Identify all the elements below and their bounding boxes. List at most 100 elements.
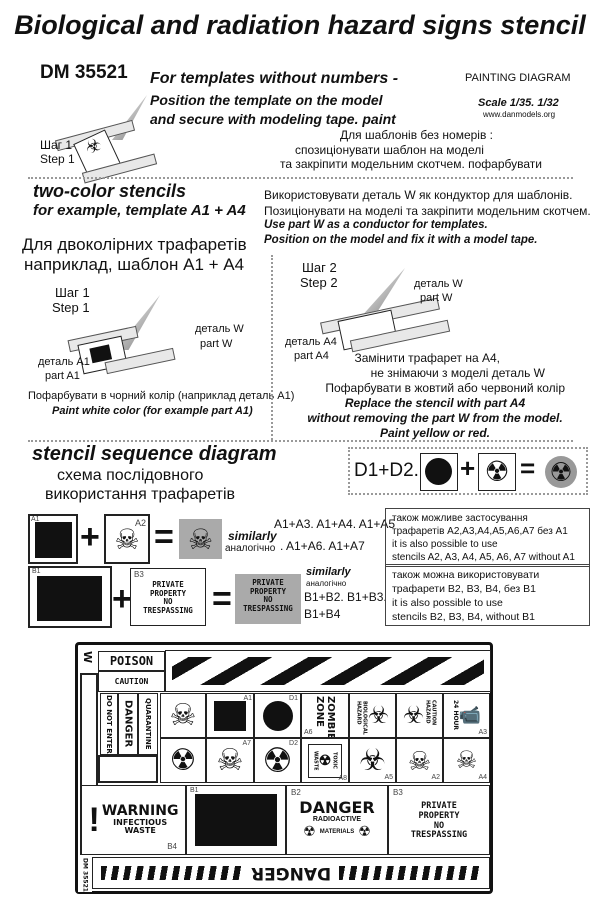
radiation-icon: ☢ [358, 823, 371, 839]
a2-stencil: A2☠ [104, 514, 150, 564]
radiation-icon: ☢ [303, 823, 316, 839]
b-analogichno: аналогічно [306, 579, 347, 588]
b-similarly: similarly [306, 566, 351, 578]
waste-text: WASTE [312, 750, 319, 771]
d2-sheet-stencil: ☢D2 [254, 738, 301, 783]
quarantine-stencil: QUARANTINE [138, 693, 158, 755]
step1-part-a1-ua: деталь A1 [38, 356, 90, 368]
sign-line: PROPERTY [149, 588, 187, 598]
step2-en: Step 2 [300, 275, 338, 290]
label-a8: A8 [338, 775, 347, 782]
label-a2: A2 [134, 518, 146, 528]
step2-part-w-ua: деталь W [414, 278, 463, 290]
a5-sheet-stencil: ☣A5 [349, 738, 396, 783]
infectious-text: INFECTIOUS [113, 817, 168, 827]
biohazard-icon: ☣ [402, 701, 425, 729]
sign-line: TRESPASSING [143, 605, 193, 615]
divider [28, 440, 573, 442]
a-formula-2: . A1+A6. A1+A7 [280, 539, 365, 553]
step2-note-4: Replace the stencil with part A4 [344, 396, 526, 410]
stencil-sheet: W POISON CAUTION DO NOT ENTER DANGER QUA… [75, 642, 493, 894]
danger-vertical-stencil: DANGER [118, 693, 138, 755]
label-a6: A6 [304, 729, 313, 736]
a-similarly: similarly [228, 529, 277, 543]
step2-part-a4-en: part A4 [294, 350, 329, 362]
poison-stencil: POISON [98, 651, 165, 671]
bio-text: BIOLOGICAL HAZARD [355, 700, 368, 735]
quarantine-text: QUARANTINE [144, 698, 152, 750]
d1-sheet-stencil: D1 [254, 693, 301, 738]
toxic-text: TOXIC [331, 752, 338, 769]
do-not-enter-text: DO NOT ENTER [105, 694, 113, 754]
do-not-enter-stencil: DO NOT ENTER [100, 693, 118, 755]
website: www.danmodels.org [483, 110, 556, 119]
hazard-stripes-stencil [165, 650, 491, 692]
step2-part-w-en: part W [420, 292, 453, 304]
d-result: ☢ [545, 456, 577, 488]
a4-sheet-stencil: ☠A4 [443, 738, 490, 783]
b-info-2: трафарети B2, B3, B4, без B1 [392, 583, 537, 595]
b1-stencil: B1 [28, 566, 112, 628]
a7-sheet-stencil: ☠A7 [206, 738, 254, 783]
b-info-4: stencils B2, B3, B4, without B1 [392, 611, 535, 623]
waste-text: WASTE [124, 826, 156, 836]
painting-diagram-label: PAINTING DIAGRAM [465, 72, 571, 84]
divider [271, 255, 273, 440]
radiation-icon: ☢ [169, 743, 197, 777]
poison-text: POISON [109, 654, 154, 668]
step2-note-3: Пофарбувати в жовтий або червоний колір [325, 381, 565, 395]
biohazard-icon: ☣ [359, 743, 386, 777]
equals: = [154, 518, 174, 556]
skull-crossbones-icon: ☠ [455, 746, 478, 774]
a-result: ☠ [179, 519, 222, 559]
step1-part-w-ua: деталь W [195, 323, 244, 335]
step2-note-1: Замінити трафарет на A4, [354, 351, 500, 365]
radiation-stencil: ☢ [160, 738, 206, 783]
radiation-icon: ☢ [549, 457, 573, 487]
skull-crossbones-icon: ☠ [216, 743, 244, 777]
sequence-title: stencil sequence diagram [32, 443, 277, 465]
intro-ua-1: Для шаблонів без номерів : [340, 128, 493, 142]
label-b3: B3 [393, 788, 403, 797]
b-info-3: it is also possible to use [392, 597, 503, 609]
a1-stencil: A1 [28, 514, 78, 564]
d-formula: D1+D2. [354, 460, 419, 481]
step2-part-a4-ua: деталь A4 [285, 336, 337, 348]
radiation-icon: ☢ [484, 456, 510, 487]
two-color-ua-title: Для двоколірних трафаретів [22, 235, 247, 254]
danger-strip-text: DANGER [250, 863, 332, 883]
sequence-ua-2: використання трафаретів [45, 486, 236, 503]
plus: + [80, 518, 100, 556]
gas-mask-icon: ☠ [187, 523, 214, 555]
materials-text: MATERIALS [319, 828, 355, 835]
b1-sheet-stencil: B1 [186, 785, 286, 855]
sheet-code: DM 35521 [81, 857, 89, 892]
conductor-en-1: Use part W as a conductor for templates. [264, 219, 488, 231]
step1-en: Step 1 [52, 300, 90, 315]
warning-text: WARNING [101, 803, 179, 820]
a2-sheet-stencil: ☠A2 [396, 738, 443, 783]
sign-line: PRIVATE [252, 578, 284, 587]
biohazard-icon: ☣ [367, 701, 390, 729]
gas-mask-icon: ☠ [114, 523, 140, 555]
radiation-icon: ☢ [262, 741, 293, 780]
conductor-ua-1: Використовувати деталь W як кондуктор дл… [264, 188, 573, 202]
label-a1: A1 [243, 695, 252, 702]
label-b3: B3 [134, 570, 144, 579]
step2-ua: Шаг 2 [302, 260, 337, 275]
a1-sheet-stencil: A1 [206, 693, 254, 738]
radioactive-text: RADIOACTIVE [312, 816, 362, 823]
step2-note-5: without removing the part W from the mod… [307, 411, 563, 425]
d1-stencil [420, 453, 458, 491]
label-d1: D1 [289, 695, 298, 702]
step1-note-en: Paint white color (for example part A1) [52, 405, 253, 417]
label-b2: B2 [291, 788, 301, 797]
camera-stencil: 24 HOUR📹A3 [443, 693, 490, 738]
part-w-label: W [81, 651, 94, 664]
two-color-ua-example: наприклад, шаблон А1 + А4 [24, 255, 245, 274]
